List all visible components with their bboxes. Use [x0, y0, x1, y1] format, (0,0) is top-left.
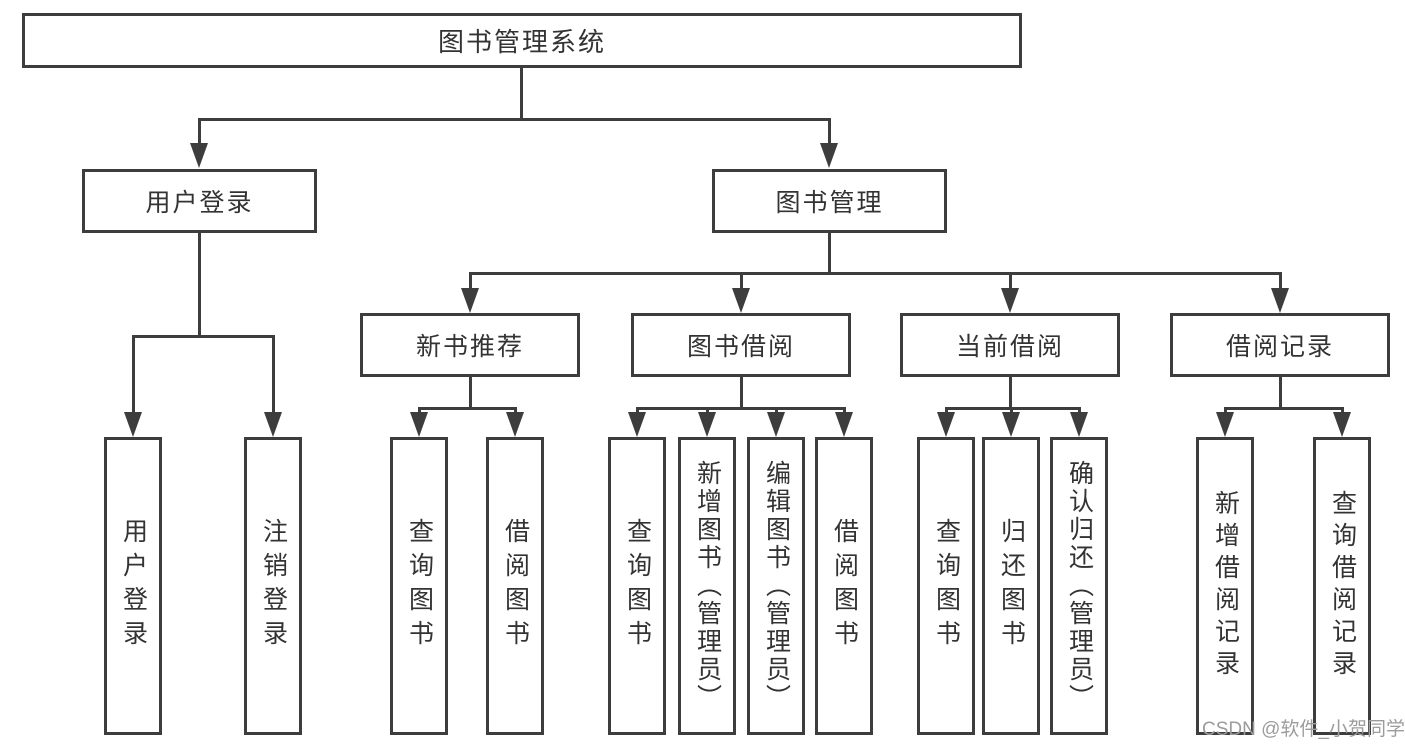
- leaf-edit-book-admin: 编辑图书（管理员）: [747, 437, 805, 735]
- arrow-leaf10-icon: [1002, 412, 1020, 437]
- arrow-leaf4-icon: [506, 412, 524, 437]
- node-borrow-record: 借阅记录: [1170, 313, 1390, 377]
- connector-borrowmod-shaft: [740, 272, 743, 288]
- leaf-confirm-return-admin: 确认归还（管理员）: [1050, 437, 1108, 735]
- node-book-borrow: 图书借阅: [631, 313, 851, 377]
- leaf-return-book: 归还图书: [982, 437, 1040, 735]
- node-user-login: 用户登录: [82, 169, 317, 233]
- connector-newbook-shaft: [469, 272, 472, 288]
- connector-root-stem: [520, 68, 523, 118]
- arrow-leaf6-icon: [698, 412, 716, 437]
- leaf-logout-label: 注销登录: [259, 518, 288, 654]
- leaf-user-login: 用户登录: [104, 437, 162, 735]
- connector-borrowmod-branch: [636, 407, 845, 410]
- node-book-borrow-label: 图书借阅: [686, 333, 795, 361]
- arrow-userlogin-icon: [190, 143, 208, 168]
- connector-newbook-stem: [469, 377, 472, 407]
- leaf-query-borrow-record-label: 查询借阅记录: [1328, 490, 1357, 682]
- arrow-leaf13-icon: [1333, 412, 1351, 437]
- arrow-leaf3-icon: [410, 412, 428, 437]
- connector-bookmgmt-shaft: [828, 118, 831, 143]
- leaf-add-book-admin: 新增图书（管理员）: [678, 437, 736, 735]
- leaf-query-borrow-record: 查询借阅记录: [1313, 437, 1371, 735]
- connector-currentmod-shaft: [1009, 272, 1012, 288]
- leaf-borrow-book: 借阅图书: [815, 437, 873, 735]
- node-root-label: 图书管理系统: [437, 27, 606, 57]
- node-current-borrow-label: 当前借阅: [955, 333, 1064, 361]
- arrow-currentmod-icon: [1001, 288, 1019, 313]
- arrow-leaf5-icon: [628, 412, 646, 437]
- leaf-confirm-return-admin-label: 确认归还（管理员）: [1065, 460, 1094, 712]
- leaf-logout: 注销登录: [244, 437, 302, 735]
- node-current-borrow: 当前借阅: [900, 313, 1120, 377]
- leaf-add-book-admin-label: 新增图书（管理员）: [693, 460, 722, 712]
- leaf-borrow-book-recommend: 借阅图书: [486, 437, 544, 735]
- leaf-query-book-current: 查询图书: [917, 437, 975, 735]
- connector-root-branch: [198, 118, 831, 121]
- arrow-newbook-icon: [461, 288, 479, 313]
- leaf-query-book-recommend-label: 查询图书: [405, 518, 434, 654]
- connector-currentmod-stem: [1009, 377, 1012, 407]
- connector-bookmgmt-stem: [828, 233, 831, 272]
- node-borrow-record-label: 借阅记录: [1225, 333, 1334, 361]
- arrow-login-icon: [124, 412, 142, 437]
- connector-userlogin-shaft: [198, 118, 201, 143]
- connector-leaf8-shaft: [843, 407, 846, 413]
- connector-leaf12-shaft: [1224, 407, 1227, 413]
- node-root: 图书管理系统: [22, 13, 1022, 68]
- arrow-leaf12-icon: [1216, 412, 1234, 437]
- leaf-user-login-label: 用户登录: [119, 518, 148, 654]
- node-new-book-recommend: 新书推荐: [360, 313, 580, 377]
- connector-login-shaft: [132, 335, 135, 412]
- connector-userlogin-branch: [132, 335, 275, 338]
- connector-leaf6-shaft: [706, 407, 709, 413]
- connector-leaf9-shaft: [945, 407, 948, 413]
- leaf-query-book-borrow-label: 查询图书: [623, 518, 652, 654]
- connector-leaf11-shaft: [1078, 407, 1081, 413]
- leaf-query-book-recommend: 查询图书: [390, 437, 448, 735]
- connector-recordmod-stem: [1279, 377, 1282, 407]
- leaf-return-book-label: 归还图书: [997, 518, 1026, 654]
- leaf-edit-book-admin-label: 编辑图书（管理员）: [762, 460, 791, 712]
- connector-leaf3-shaft: [418, 407, 421, 413]
- arrow-leaf8-icon: [835, 412, 853, 437]
- connector-leaf7-shaft: [775, 407, 778, 413]
- arrow-recordmod-icon: [1271, 288, 1289, 313]
- node-book-management: 图书管理: [712, 169, 947, 233]
- connector-userlogin-stem: [198, 233, 201, 335]
- connector-bookmgmt-branch: [469, 272, 1282, 275]
- arrow-logout-icon: [264, 412, 282, 437]
- node-book-management-label: 图书管理: [775, 189, 884, 217]
- connector-recordmod-shaft: [1279, 272, 1282, 288]
- connector-leaf4-shaft: [514, 407, 517, 413]
- connector-leaf10-shaft: [1010, 407, 1013, 413]
- connector-leaf13-shaft: [1341, 407, 1344, 413]
- connector-logout-shaft: [272, 335, 275, 412]
- csdn-watermark: CSDN @软件_小贺同学: [1202, 719, 1405, 740]
- leaf-borrow-book-label: 借阅图书: [830, 518, 859, 654]
- connector-borrowmod-stem: [740, 377, 743, 407]
- arrow-leaf11-icon: [1070, 412, 1088, 437]
- arrow-borrowmod-icon: [732, 288, 750, 313]
- leaf-query-book-borrow: 查询图书: [608, 437, 666, 735]
- leaf-borrow-book-recommend-label: 借阅图书: [501, 518, 530, 654]
- arrow-bookmgmt-icon: [820, 143, 838, 168]
- connector-leaf5-shaft: [636, 407, 639, 413]
- arrow-leaf9-icon: [937, 412, 955, 437]
- leaf-add-borrow-record: 新增借阅记录: [1196, 437, 1254, 735]
- node-new-book-recommend-label: 新书推荐: [415, 333, 524, 361]
- arrow-leaf7-icon: [767, 412, 785, 437]
- leaf-add-borrow-record-label: 新增借阅记录: [1211, 490, 1240, 682]
- node-user-login-label: 用户登录: [145, 189, 254, 217]
- leaf-query-book-current-label: 查询图书: [932, 518, 961, 654]
- connector-newbook-branch: [418, 407, 517, 410]
- connector-recordmod-branch: [1224, 407, 1343, 410]
